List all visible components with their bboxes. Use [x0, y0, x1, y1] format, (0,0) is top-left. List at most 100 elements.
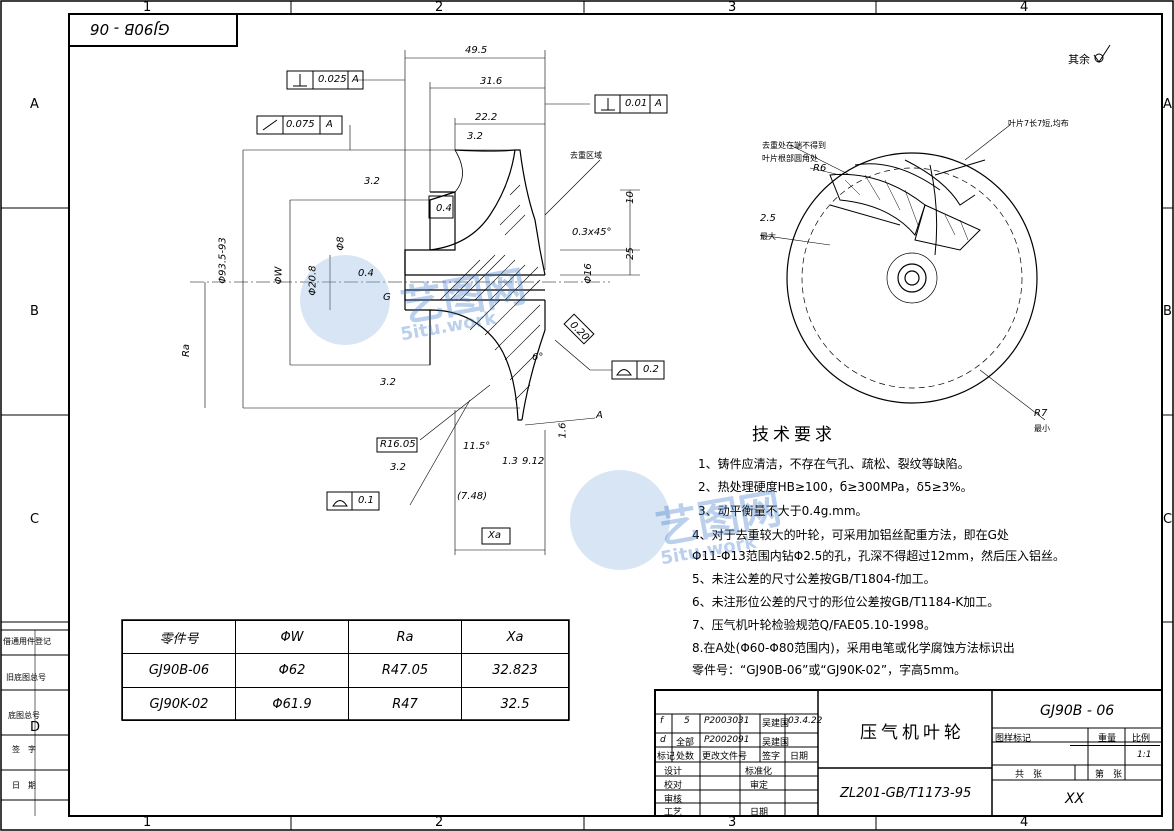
parts-header-w: ΦW [235, 620, 349, 654]
dim-31-6: 31.6 [480, 76, 503, 87]
perp2-ref: A [655, 98, 662, 109]
dim-ra: Ra [181, 343, 193, 358]
parts-cell: Φ61.9 [235, 687, 349, 721]
approve-label: 审定 [750, 781, 769, 791]
parts-cell: R47.05 [348, 653, 462, 688]
strip-label-5: 日 期 [12, 781, 36, 790]
zone-row-d: D [30, 720, 41, 735]
side-view [759, 124, 1046, 421]
dim-11-5: 11.5° [463, 441, 491, 452]
standardize-label: 标准化 [745, 767, 773, 777]
zone-col-2: 2 [435, 0, 444, 15]
zone-col-3-bottom: 3 [728, 815, 737, 830]
strip-label-4: 签 字 [12, 745, 36, 754]
keep-note-1: 去重处在端不得到 [762, 141, 826, 150]
rev-date-1: 03.4.22 [788, 716, 823, 726]
parts-cell: 32.5 [461, 687, 569, 721]
finish-note: 其余 [1068, 53, 1090, 66]
zone-col-4: 4 [1020, 0, 1029, 15]
design-label: 设计 [664, 767, 683, 777]
dim-r16-05: R16.05 [380, 439, 416, 450]
rev-sign-2: 吴建国 [762, 738, 790, 748]
ra-1-6: 1.6 [557, 422, 569, 439]
zone-row-b-right: B [1163, 304, 1172, 319]
material-standard: ZL201-GB/T1173-95 [840, 786, 972, 801]
ra-3-2-c: 3.2 [390, 462, 406, 473]
parts-cell: GJ90B-06 [122, 653, 236, 688]
dim-10: 10 [624, 191, 636, 204]
perp2-value: 0.01 [625, 98, 648, 109]
dim-0-4b: 0.4 [358, 268, 374, 279]
stage-label: 图样标记 [995, 734, 1032, 744]
blade-note: 叶片7长7短,均布 [1008, 119, 1069, 128]
rev-mark-2: d [660, 735, 666, 745]
runout-ref: A [326, 119, 333, 130]
label-a: A [596, 410, 603, 421]
roughness-symbol [1093, 44, 1111, 63]
tolerance-frames [256, 70, 668, 545]
parts-header-part: 零件号 [122, 620, 236, 654]
side-2-5: 2.5 [760, 213, 776, 224]
zone-col-1: 1 [143, 0, 152, 15]
rev-header-mark: 标记 [657, 752, 676, 762]
zone-col-4-bottom: 4 [1020, 815, 1029, 830]
zone-row-a: A [30, 97, 39, 112]
keep-note-2: 叶片根部圆角处 [762, 154, 818, 163]
zone-row-c: C [30, 512, 40, 527]
tech-item-6: 6、未注形位公差的尺寸的形位公差按GB/T1184-K加工。 [692, 595, 1000, 609]
rev-count-1: 5 [684, 716, 690, 726]
process-label: 工艺 [664, 808, 683, 818]
perp1-value: 0.025 [318, 74, 347, 85]
side-r7-sub: 最小 [1034, 424, 1050, 433]
material-code: XX [1065, 791, 1085, 807]
side-2-5-sub: 最大 [760, 232, 776, 241]
dim-phi8: Φ8 [335, 236, 347, 251]
profile2-value: 0.1 [358, 495, 374, 506]
dim-phi93: Φ93.5-93 [217, 237, 229, 284]
profile-value: 0.2 [643, 364, 659, 375]
part-name: 压气机叶轮 [860, 723, 965, 743]
sheets-label: 共 张 [1015, 770, 1043, 780]
zone-row-b: B [30, 304, 39, 319]
side-r6: R6 [813, 163, 827, 174]
dim-xa: Xa [488, 530, 501, 541]
dim-phiW: ΦW [273, 266, 285, 285]
rev-count-2: 全部 [676, 738, 695, 748]
tech-item-4: 4、对于去重较大的叶轮，可采用加铝丝配重方法，即在G处 [692, 528, 1009, 542]
drawing-number-reversed: GJ90B - 06 [90, 20, 170, 38]
title-drawing-number: GJ90B - 06 [1040, 703, 1115, 719]
parts-header-xa: Xa [461, 620, 569, 654]
section-view [190, 50, 640, 555]
parts-table: 零件号 ΦW Ra Xa GJ90B-06 Φ62 R47.05 32.823 … [122, 620, 569, 721]
rev-mark-1: f [660, 716, 664, 726]
sheet-label: 第 张 [1095, 770, 1123, 780]
rev-doc-1: P2003031 [704, 716, 750, 726]
tech-item-1: 1、铸件应清洁，不存在气孔、疏松、裂纹等缺陷。 [698, 457, 970, 471]
strip-label-2: 旧底图总号 [6, 673, 46, 682]
weight-label: 重量 [1098, 734, 1117, 744]
rev-header-sign: 签字 [762, 752, 781, 762]
rev-header-doc: 更改文件号 [702, 752, 748, 762]
parts-cell: GJ90K-02 [122, 687, 236, 721]
dim-25: 25 [624, 247, 636, 260]
date-label: 日期 [750, 808, 769, 818]
zone-col-1-bottom: 1 [143, 815, 152, 830]
dim-chamfer: 0.3x45° [572, 227, 612, 238]
rev-header-date: 日期 [790, 752, 809, 762]
watermark-globe [300, 255, 670, 570]
scale-value: 1:1 [1137, 750, 1152, 760]
dim-6deg: 6° [532, 352, 544, 363]
zone-row-c-right: C [1163, 512, 1173, 527]
parts-header-ra: Ra [348, 620, 462, 654]
label-g: G [383, 292, 391, 303]
parts-cell: R47 [348, 687, 462, 721]
strip-label-1: 借通用件登记 [3, 637, 51, 646]
dim-9-12: 9.12 [522, 456, 545, 467]
tech-item-8: 8.在A处(Φ60-Φ80范围内)，采用电笔或化学腐蚀方法标识出 [692, 641, 1015, 655]
tech-item-3: 3、动平衡量不大于0.4g.mm。 [698, 504, 868, 518]
scale-label: 比例 [1132, 734, 1151, 744]
tech-item-5: 5、未注公差的尺寸公差按GB/T1804-f加工。 [692, 572, 936, 586]
rev-sign-1: 吴建国 [762, 719, 790, 729]
title-block-lines [121, 619, 1163, 817]
